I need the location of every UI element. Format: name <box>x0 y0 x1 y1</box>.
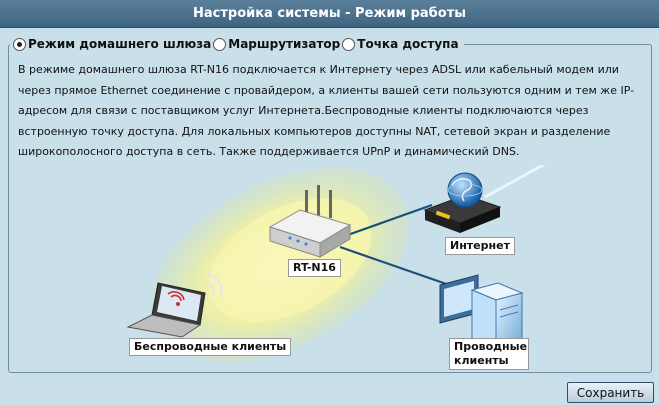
link-router-wired <box>339 245 456 289</box>
wifi-waves-icon <box>204 273 223 296</box>
internet-label: Интернет <box>445 237 515 255</box>
save-button[interactable]: Сохранить <box>567 382 654 403</box>
router-icon <box>268 185 352 258</box>
mode-label-router: Маршрутизатор <box>228 37 341 51</box>
radio-gateway[interactable] <box>13 37 26 51</box>
modem-icon <box>423 194 502 233</box>
wireless-clients-label: Беспроводные клиенты <box>129 338 292 356</box>
internet-uplink <box>484 165 546 199</box>
mode-label-access-point: Точка доступа <box>357 37 459 51</box>
mode-option-gateway[interactable]: Режим домашнего шлюза <box>13 37 211 51</box>
radio-router[interactable] <box>213 37 227 51</box>
page-header: Настройка системы - Режим работы <box>0 0 659 28</box>
globe-icon <box>447 172 483 208</box>
mode-selector: Режим домашнего шлюза Маршрутизатор Точк… <box>10 36 464 52</box>
link-router-internet <box>341 203 433 239</box>
desktop-pc-icon <box>439 274 524 351</box>
wired-clients-label: Проводные клиенты <box>449 338 529 370</box>
mode-option-access-point[interactable]: Точка доступа <box>342 37 459 51</box>
mode-description: В режиме домашнего шлюза RT-N16 подключа… <box>18 63 635 158</box>
mode-label-gateway: Режим домашнего шлюза <box>28 37 212 51</box>
mode-option-router[interactable]: Маршрутизатор <box>213 37 340 51</box>
router-label: RT-N16 <box>288 259 341 277</box>
radio-access-point[interactable] <box>342 37 356 51</box>
laptop-icon <box>126 282 206 338</box>
page-title: Настройка системы - Режим работы <box>193 6 466 21</box>
